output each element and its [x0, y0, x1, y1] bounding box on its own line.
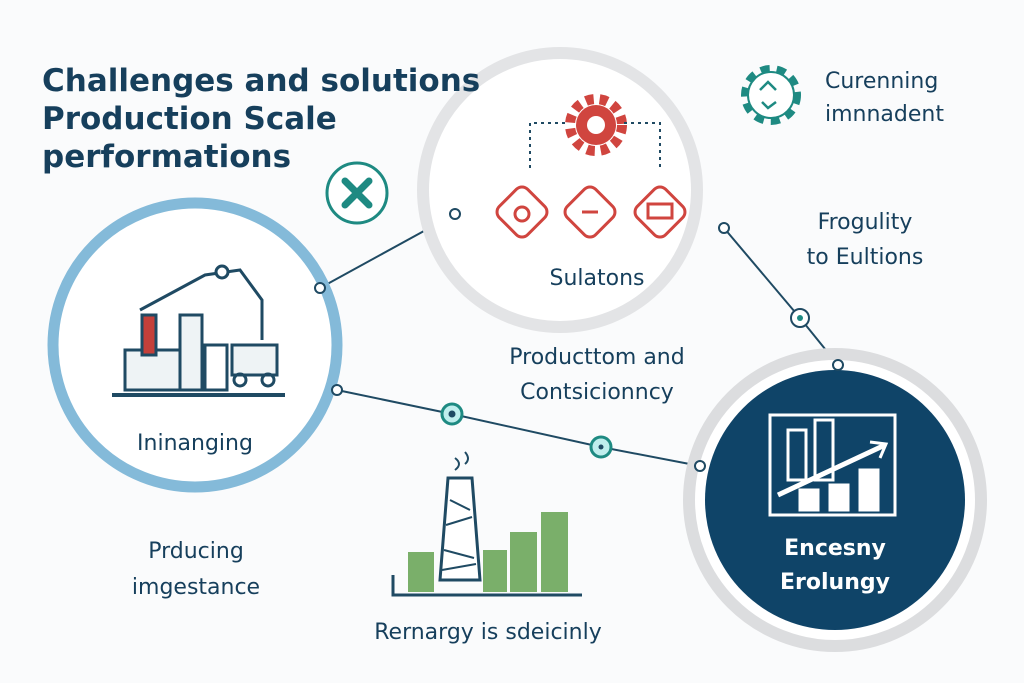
label-line: Frogulity	[817, 210, 913, 235]
gear-icon	[529, 94, 661, 168]
top-node-label: Sulatons	[549, 266, 645, 291]
label-line: to Eultions	[806, 245, 924, 270]
left-node-label: Ininanging	[137, 431, 253, 456]
page-title: Challenges and solutions Production Scal…	[42, 62, 480, 176]
line-nodes	[314, 208, 844, 472]
bottom-left-label: Prducing imgestance	[96, 534, 296, 606]
center-label: Producttom and Contsicionncy	[477, 340, 717, 410]
close-icon	[325, 161, 389, 225]
label-line: Producttom and	[509, 345, 685, 370]
label-line: imnnadent	[825, 102, 944, 127]
bottom-center-label: Rernargy is sdeicinly	[374, 620, 602, 645]
top-node-circle	[417, 47, 703, 333]
title-line: Challenges and solutions	[42, 63, 481, 99]
title-line: Production Scale	[42, 101, 337, 137]
process-diamond-icons	[495, 185, 687, 239]
right-mid-label: Frogulity to Eultions	[775, 205, 955, 275]
factory-icon	[112, 264, 285, 397]
label-line: Curenning	[825, 69, 939, 94]
right-node-line: Encesny	[784, 536, 886, 561]
right-node-label: Encesny Erolungy	[735, 532, 935, 600]
top-right-label: Curenning imnnadent	[825, 65, 965, 131]
right-node-line: Erolungy	[780, 570, 890, 595]
title-line: performations	[42, 139, 292, 175]
refinery-bar-icon	[391, 451, 582, 597]
label-line: imgestance	[131, 575, 261, 600]
label-line: Contsicionncy	[520, 380, 674, 405]
growth-chart-icon	[768, 413, 897, 517]
recycle-gear-icon	[741, 65, 801, 125]
label-line: Prducing	[148, 539, 244, 564]
